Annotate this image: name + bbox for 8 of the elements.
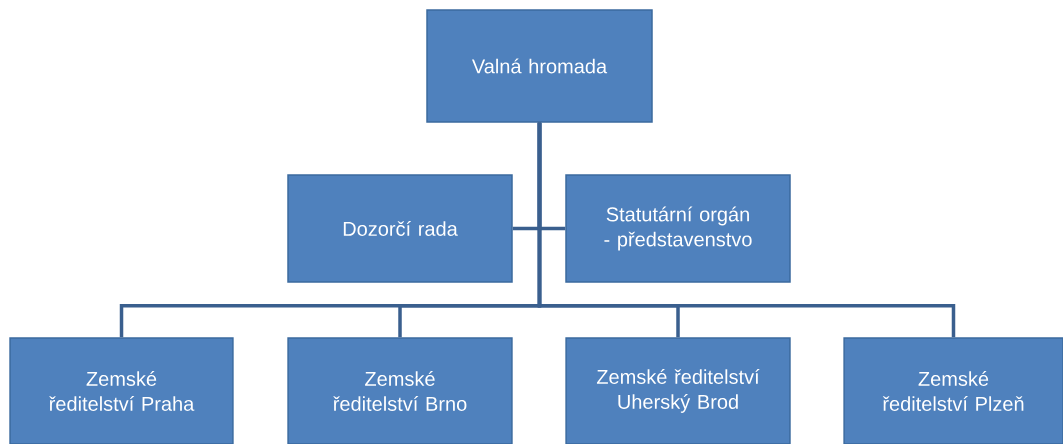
org-box: Zemské ředitelství Praha (9, 337, 234, 444)
org-box: Valná hromada (426, 9, 653, 123)
org-box: Statutární orgán - představenstvo (565, 174, 791, 283)
org-box: Zemské ředitelství Uherský Brod (565, 337, 791, 444)
connector-line (537, 122, 956, 338)
org-box: Dozorčí rada (287, 174, 513, 283)
org-box: Zemské ředitelství Brno (287, 337, 513, 444)
org-box: Zemské ředitelství Plzeň (843, 337, 1063, 444)
